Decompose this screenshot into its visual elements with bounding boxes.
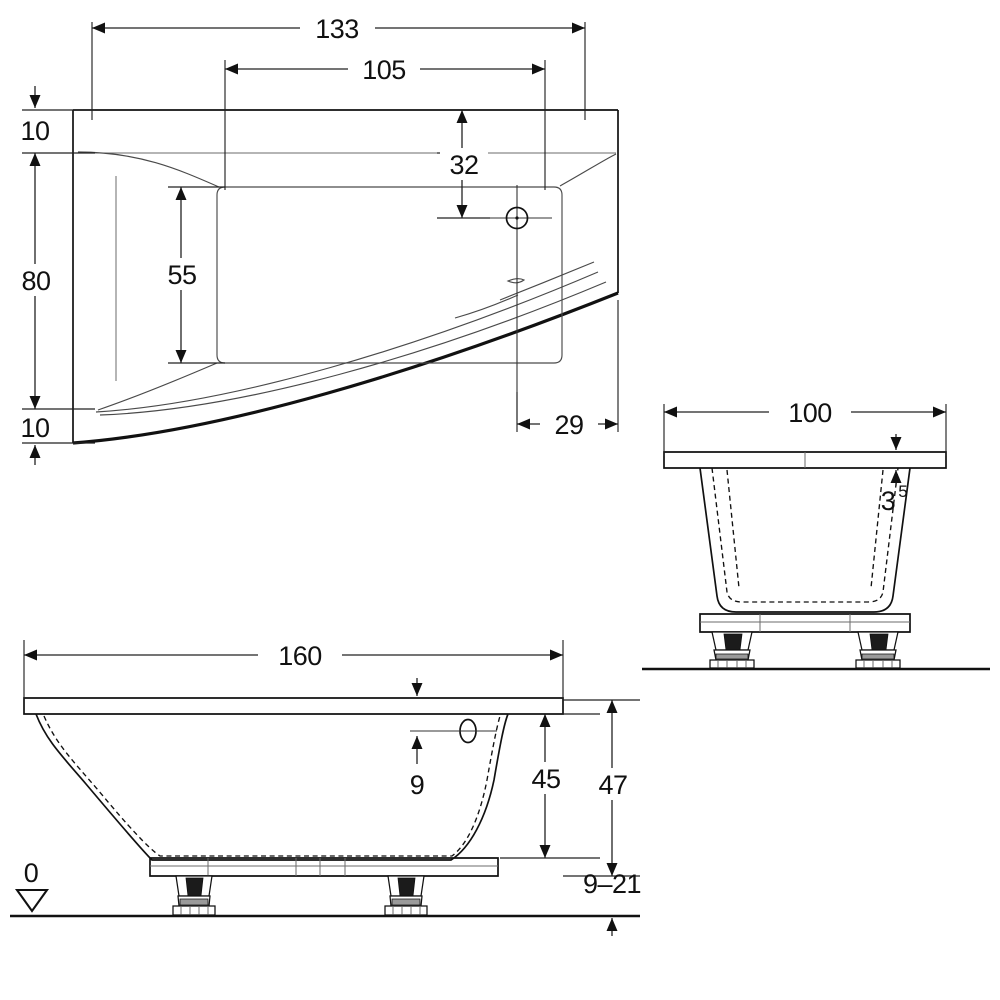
plan-tub-outline [72, 109, 619, 445]
dim-label-80: 80 [21, 266, 50, 296]
dim-label-3-superscript: 5 [898, 482, 907, 501]
dim-plan-55: 55 [160, 187, 204, 363]
dim-plan-133: 133 [92, 13, 585, 44]
plan-extension-lines [22, 22, 619, 444]
plan-view: 133 105 10 80 10 [14, 13, 619, 465]
dim-plan-29: 29 [517, 409, 618, 440]
dim-label-3: 3 [881, 486, 896, 516]
front-view: 0 160 9 [10, 639, 642, 936]
dim-label-160: 160 [278, 641, 322, 671]
dim-plan-105: 105 [225, 54, 545, 85]
dim-label-105: 105 [362, 55, 406, 85]
dim-label-9-21: 9–21 [583, 869, 641, 899]
dim-plan-80: 80 [14, 153, 58, 409]
plan-basin-outlines [75, 151, 617, 416]
front-view-foot-left [172, 875, 216, 916]
dim-plan-10-bottom: 10 [20, 413, 50, 465]
dim-front-160: 160 [24, 639, 563, 671]
dim-label-9: 9 [410, 770, 425, 800]
dim-label-29: 29 [554, 410, 583, 440]
front-view-overflow-hole [410, 718, 497, 744]
dim-label-32: 32 [449, 150, 478, 180]
front-view-foot-right [384, 875, 428, 916]
dim-label-10-bottom: 10 [20, 413, 49, 443]
dim-label-133: 133 [315, 14, 359, 44]
end-view: 100 3 5 [642, 396, 990, 671]
end-view-foot-right [855, 631, 901, 669]
dim-front-9-21: 9–21 [563, 869, 642, 936]
dim-label-100: 100 [788, 398, 832, 428]
dim-end-rim-thickness: 3 5 [881, 434, 908, 516]
dim-label-10-top: 10 [20, 116, 49, 146]
dim-label-45: 45 [531, 764, 560, 794]
dim-label-55: 55 [167, 260, 196, 290]
dim-front-45: 45 [522, 714, 570, 858]
dim-end-100: 100 [664, 396, 946, 428]
dim-label-0: 0 [24, 858, 39, 888]
dim-front-47: 47 [589, 700, 637, 876]
dim-label-47: 47 [598, 770, 627, 800]
dim-plan-10-top: 10 [20, 86, 50, 146]
end-view-foot-left [709, 631, 755, 669]
plan-drain [483, 185, 552, 420]
dim-front-9: 9 [410, 736, 425, 800]
front-view-datum-marker: 0 [14, 858, 50, 913]
dim-plan-32: 32 [440, 110, 488, 218]
